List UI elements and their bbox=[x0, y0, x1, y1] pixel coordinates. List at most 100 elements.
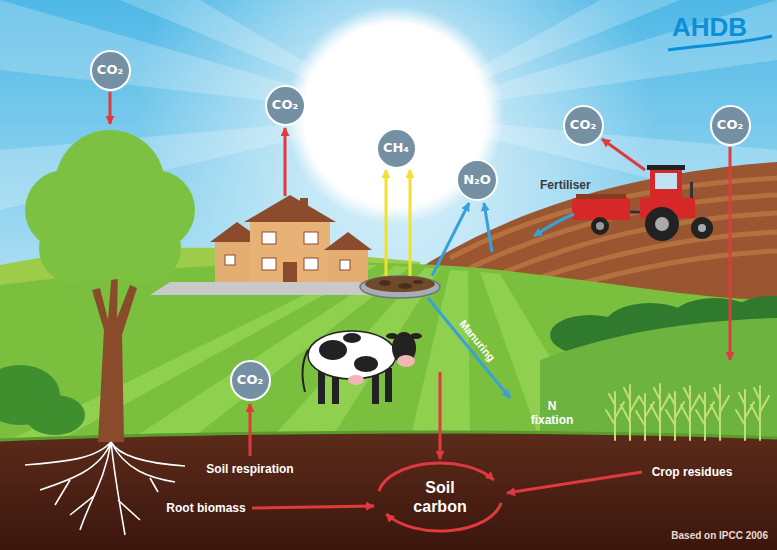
tree-roots bbox=[25, 442, 185, 535]
co2-arrows bbox=[110, 92, 730, 508]
tractor bbox=[690, 182, 693, 198]
gas-formula: CO₂ bbox=[272, 98, 298, 112]
soil bbox=[0, 432, 777, 550]
farmhouse bbox=[225, 255, 235, 265]
farmhouse bbox=[328, 248, 368, 282]
gas-formula: CH₄ bbox=[383, 141, 409, 155]
gas-formula: CO₂ bbox=[570, 118, 596, 132]
process-label: Root biomass bbox=[166, 501, 245, 515]
cow bbox=[319, 333, 378, 372]
soil bbox=[0, 432, 777, 550]
bush bbox=[25, 395, 85, 435]
manure-dish bbox=[360, 276, 440, 298]
cow bbox=[343, 333, 361, 343]
cow bbox=[308, 331, 396, 379]
tree-canopy bbox=[25, 130, 195, 284]
cow bbox=[397, 355, 415, 367]
tractor bbox=[647, 165, 685, 170]
tractor bbox=[572, 198, 630, 220]
tree-canopy bbox=[68, 196, 152, 280]
farmhouse bbox=[262, 232, 276, 244]
cow bbox=[302, 350, 308, 392]
nitrogen-arrows bbox=[484, 203, 492, 252]
source-note: Based on IPCC 2006 bbox=[671, 530, 768, 542]
gas-formula: CO₂ bbox=[237, 373, 263, 387]
gas-circle: CO₂ bbox=[230, 360, 271, 401]
tractor bbox=[591, 217, 609, 235]
cow bbox=[318, 370, 325, 404]
farmhouse bbox=[304, 232, 318, 244]
cow bbox=[319, 340, 347, 360]
cow bbox=[348, 375, 364, 385]
farmhouse bbox=[150, 195, 380, 295]
farmhouse bbox=[340, 260, 350, 270]
manure-dish bbox=[365, 276, 435, 292]
methane-arrows bbox=[409, 170, 412, 276]
gas-circle: N₂O bbox=[456, 159, 498, 201]
gas-circle: CH₄ bbox=[376, 128, 417, 169]
co2-arrows bbox=[252, 506, 374, 508]
process-label: Soil respiration bbox=[206, 462, 293, 476]
tractor bbox=[655, 217, 669, 231]
farmhouse bbox=[262, 258, 276, 270]
methane-arrows bbox=[385, 170, 388, 276]
tractor bbox=[596, 222, 604, 230]
manure-dish bbox=[379, 280, 423, 289]
tractor bbox=[655, 173, 677, 189]
co2-arrows bbox=[249, 404, 252, 456]
cow bbox=[385, 368, 392, 402]
flow-label: Fertiliser bbox=[540, 178, 591, 192]
cow bbox=[302, 331, 422, 404]
gas-circle: CO₂ bbox=[710, 105, 751, 146]
crops bbox=[606, 384, 769, 440]
hills bbox=[0, 162, 777, 550]
co2-arrows bbox=[109, 92, 112, 124]
gas-formula: CO₂ bbox=[717, 118, 743, 132]
nitrogen-arrows bbox=[428, 203, 574, 398]
bush bbox=[0, 365, 85, 435]
soil-carbon-cycle bbox=[379, 463, 501, 531]
cow bbox=[354, 356, 378, 372]
gas-circle: CO₂ bbox=[90, 50, 131, 91]
manure-dish bbox=[413, 280, 423, 284]
tractor bbox=[645, 207, 679, 241]
farmhouse bbox=[150, 282, 380, 295]
farmhouse bbox=[324, 232, 372, 250]
grass-field bbox=[0, 263, 777, 550]
co2-arrows bbox=[439, 372, 442, 459]
nitrogen-arrows bbox=[432, 203, 469, 276]
gas-circle: CO₂ bbox=[563, 105, 604, 146]
pool-label: Soil carbon bbox=[413, 478, 466, 516]
tractor bbox=[576, 194, 626, 199]
farmhouse bbox=[283, 262, 297, 282]
crops bbox=[606, 384, 769, 440]
methane-arrows bbox=[386, 170, 410, 276]
logo-text: AHDB bbox=[672, 12, 747, 43]
farmhouse bbox=[244, 195, 336, 222]
nitrogen-arrows bbox=[534, 214, 574, 236]
gas-circle: CO₂ bbox=[265, 85, 306, 126]
gas-formula: N₂O bbox=[463, 173, 491, 187]
tractor bbox=[698, 224, 706, 232]
co2-arrows bbox=[729, 147, 732, 360]
manure-dish bbox=[398, 283, 412, 289]
tree bbox=[25, 130, 195, 535]
nitrogen-arrows bbox=[428, 298, 510, 398]
farmhouse bbox=[250, 220, 330, 282]
manure-dish bbox=[379, 280, 391, 286]
tractor bbox=[691, 217, 713, 239]
tree-trunk bbox=[92, 270, 137, 442]
co2-arrows bbox=[507, 472, 642, 493]
tractor bbox=[572, 165, 713, 241]
co2-arrows bbox=[284, 128, 287, 196]
flow-label: N fixation bbox=[531, 399, 574, 428]
crop-field bbox=[540, 318, 777, 440]
farmhouse bbox=[304, 258, 318, 270]
process-label: Crop residues bbox=[652, 465, 733, 479]
manure-dish bbox=[360, 276, 440, 298]
co2-arrows bbox=[602, 139, 645, 170]
